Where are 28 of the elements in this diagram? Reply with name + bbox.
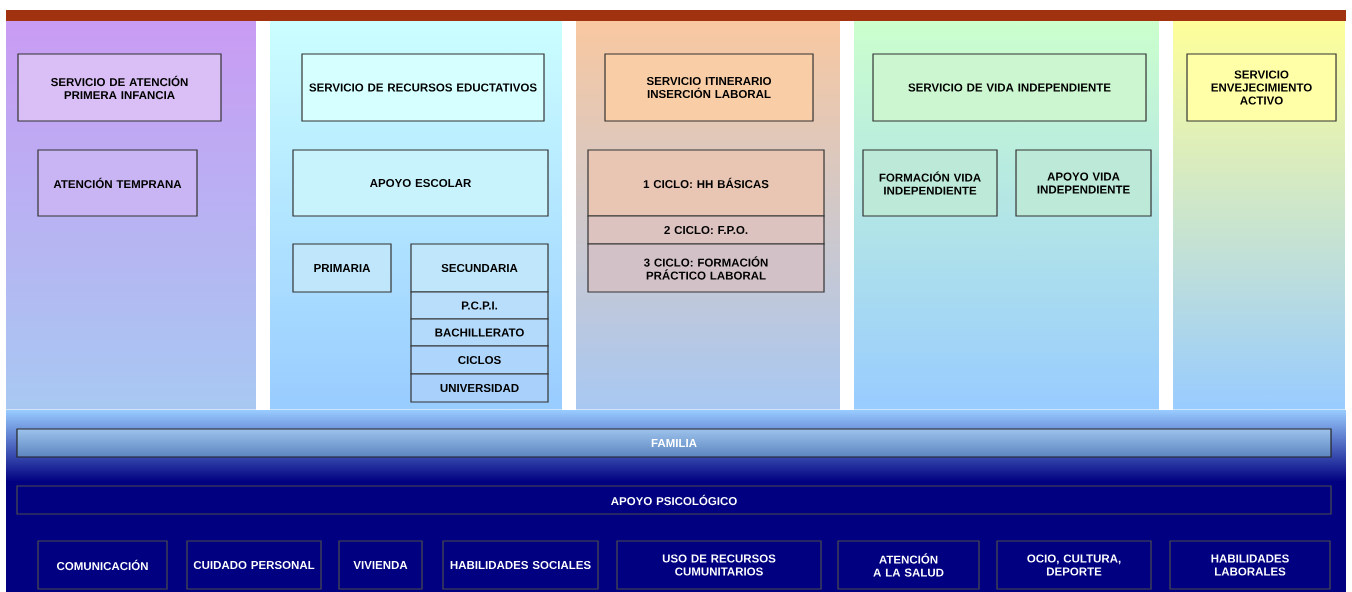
band-box: OCIO, CULTURA, DEPORTE [996,540,1152,590]
service-box: CICLOS [410,345,549,375]
service-box: SERVICIO DE RECURSOS EDUCTATIVOS [301,53,545,122]
band-box: COMUNICACIÓN [37,540,168,590]
service-box: ATENCIÓN TEMPRANA [37,149,198,217]
band-box: APOYO PSICOLÓGICO [16,485,1332,515]
band-box: FAMILIA [16,428,1332,458]
band-box: HABILIDADES LABORALES [1169,540,1331,590]
service-box: SERVICIO ITINERARIO INSERCIÓN LABORAL [604,53,814,122]
band-box: HABILIDADES SOCIALES [442,540,599,590]
service-box: APOYO VIDA INDEPENDIENTE [1015,149,1152,217]
service-box: APOYO ESCOLAR [292,149,549,217]
service-box: BACHILLERATO [410,318,549,347]
service-box: 3 CICLO: FORMACIÓN PRÁCTICO LABORAL [587,243,825,293]
service-box: UNIVERSIDAD [410,373,549,403]
service-box: PRIMARIA [292,243,392,293]
service-box: SERVICIO ENVEJECIMIENTO ACTIVO [1186,53,1337,122]
service-box: SERVICIO DE ATENCIÓN PRIMERA INFANCIA [17,53,222,122]
band-box: VIVIENDA [338,540,423,590]
service-box: P.C.P.I. [410,291,549,320]
band-box: ATENCIÓN A LA SALUD [837,540,980,590]
service-box: 1 CICLO: HH BÁSICAS [587,149,825,217]
service-box: SECUNDARIA [410,243,549,293]
band-box: USO DE RECURSOS CUMUNITARIOS [616,540,822,590]
service-box: 2 CICLO: F.P.O. [587,215,825,245]
service-box: FORMACIÓN VIDA INDEPENDIENTE [862,149,998,217]
service-box: SERVICIO DE VIDA INDEPENDIENTE [872,53,1147,122]
band-box: CUIDADO PERSONAL [186,540,322,590]
